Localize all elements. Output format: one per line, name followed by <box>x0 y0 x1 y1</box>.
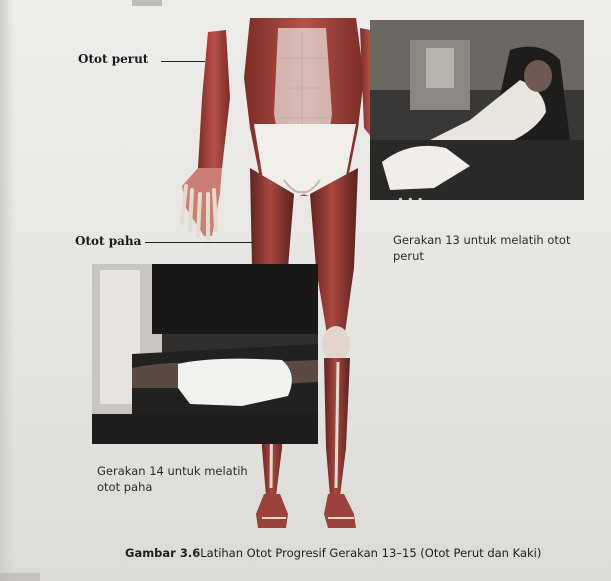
photo-gerakan-13-image <box>370 20 584 200</box>
figure-number: Gambar 3.6 <box>125 546 200 560</box>
photo-gerakan-13 <box>370 20 584 200</box>
figure-title: Latihan Otot Progresif Gerakan 13–15 (Ot… <box>200 546 541 560</box>
label-otot-paha: Otot paha <box>75 234 141 248</box>
leader-line-paha <box>145 242 253 243</box>
figure-caption: Gambar 3.6Latihan Otot Progresif Gerakan… <box>125 546 541 560</box>
photo-gerakan-14-image <box>92 264 318 444</box>
page-gutter-shadow <box>0 0 14 581</box>
label-otot-perut: Otot perut <box>78 52 148 66</box>
leader-line-perut <box>161 61 205 62</box>
caption-gerakan-14: Gerakan 14 untuk melatih otot paha <box>97 463 267 495</box>
cropped-text-fragment <box>132 0 162 6</box>
cropped-text-fragment-bottom <box>0 573 40 581</box>
caption-gerakan-13: Gerakan 13 untuk melatih otot perut <box>393 232 583 264</box>
photo-gerakan-14 <box>92 264 318 444</box>
